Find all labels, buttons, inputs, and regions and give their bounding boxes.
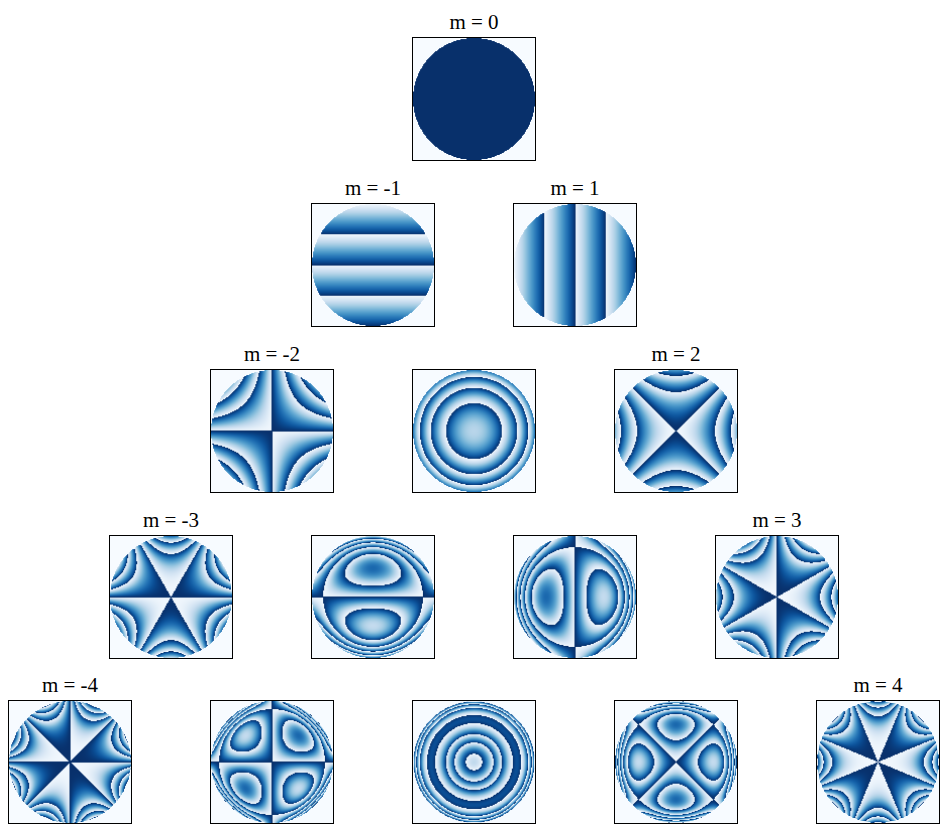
order-label: m = 3 [752,508,801,532]
zernike-map [211,370,333,492]
zernike-plot [311,535,435,659]
zernike-map [514,204,636,326]
zernike-map [312,536,434,658]
order-label: m = -1 [345,176,401,200]
order-label: m = 4 [853,673,902,697]
order-label: m = -4 [42,673,98,697]
zernike-map [413,701,535,823]
zernike-plot [210,369,334,493]
zernike-plot [412,700,536,824]
zernike-map [211,701,333,823]
zernike-map [615,370,737,492]
zernike-map [9,701,131,823]
zernike-map [514,536,636,658]
zernike-map [413,370,535,492]
zernike-map [110,536,232,658]
zernike-plot [614,700,738,824]
zernike-map [817,701,939,823]
zernike-plot [412,369,536,493]
zernike-plot [715,535,839,659]
zernike-plot [412,37,536,161]
zernike-plot [513,203,637,327]
zernike-map [615,701,737,823]
zernike-plot [109,535,233,659]
order-label: m = 0 [449,10,498,34]
zernike-plot [513,535,637,659]
zernike-plot [210,700,334,824]
order-label: m = -3 [143,508,199,532]
zernike-map [413,38,535,160]
zernike-plot [311,203,435,327]
zernike-plot [8,700,132,824]
zernike-plot [614,369,738,493]
zernike-map [716,536,838,658]
order-label: m = -2 [244,342,300,366]
zernike-map [312,204,434,326]
zernike-plot [816,700,940,824]
order-label: m = 2 [651,342,700,366]
order-label: m = 1 [550,176,599,200]
